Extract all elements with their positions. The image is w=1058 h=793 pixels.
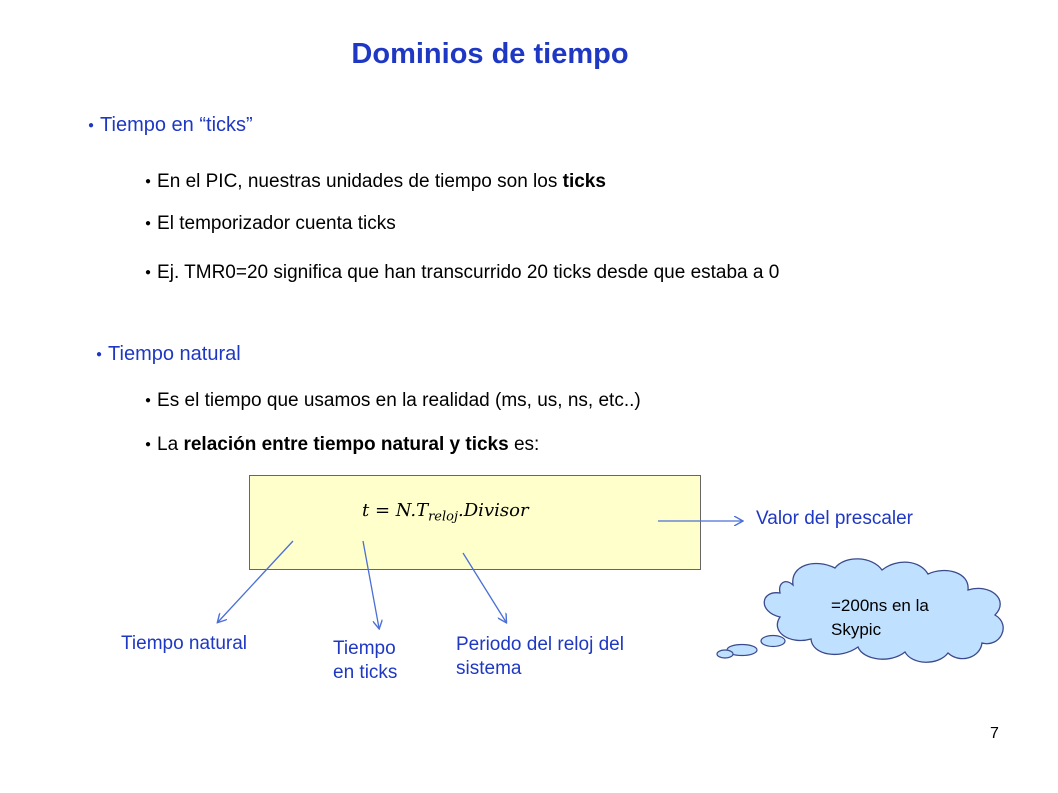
bullet-icon: ● bbox=[88, 120, 95, 131]
list-item: ●Ej. TMR0=20 significa que han transcurr… bbox=[145, 262, 780, 283]
bullet-icon: ● bbox=[145, 439, 152, 450]
label-natural: Tiempo natural bbox=[121, 633, 248, 654]
bullet-icon: ● bbox=[145, 267, 152, 278]
section-heading-natural: ●Tiempo natural bbox=[96, 343, 241, 365]
label-period: Periodo del reloj del sistema bbox=[456, 634, 624, 679]
arrow-ticks bbox=[362, 540, 379, 628]
section-heading-ticks: ●Tiempo en “ticks” bbox=[88, 114, 253, 136]
arrow-period bbox=[462, 552, 506, 622]
bullet-icon: ● bbox=[145, 176, 152, 187]
bullet-icon: ● bbox=[145, 395, 152, 406]
list-item: ●El temporizador cuenta ticks bbox=[145, 213, 396, 234]
page-title: Dominios de tiempo bbox=[351, 38, 629, 70]
bullet-icon: ● bbox=[96, 349, 103, 360]
arrow-natural bbox=[218, 540, 294, 622]
list-item: ●Es el tiempo que usamos en la realidad … bbox=[145, 390, 641, 411]
formula: t = N.Treloj.Divisor bbox=[362, 500, 529, 525]
formula-box bbox=[249, 475, 701, 570]
bullet-icon: ● bbox=[145, 218, 152, 229]
list-item: ●En el PIC, nuestras unidades de tiempo … bbox=[145, 171, 606, 192]
label-prescaler: Valor del prescaler bbox=[756, 508, 914, 529]
page-number: 7 bbox=[990, 725, 999, 742]
list-item: ●La relación entre tiempo natural y tick… bbox=[145, 434, 540, 455]
thought-cloud-icon bbox=[716, 558, 1004, 663]
cloud-text: =200ns en la Skypic bbox=[831, 596, 929, 639]
label-ticks: Tiempo en ticks bbox=[333, 638, 398, 683]
